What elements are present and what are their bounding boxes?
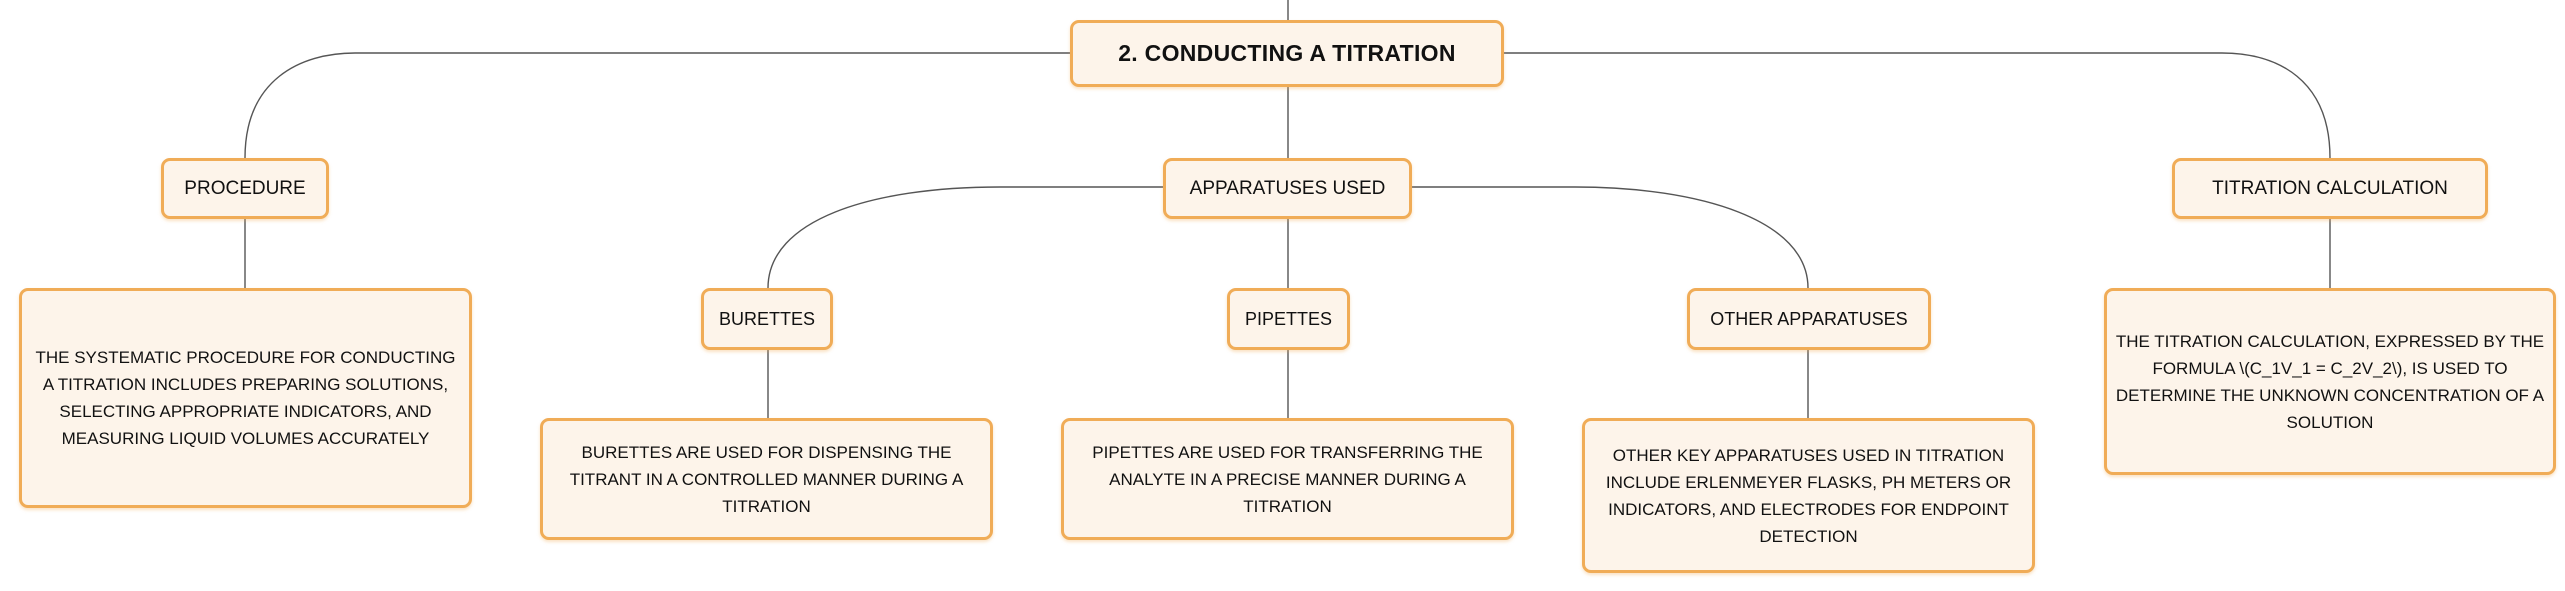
calculation-description: THE TITRATION CALCULATION, EXPRESSED BY … bbox=[2115, 331, 2545, 432]
connector-root-procedure bbox=[244, 52, 1070, 159]
burettes-description-node[interactable]: BURETTES ARE USED FOR DISPENSING THE TIT… bbox=[540, 418, 993, 540]
calculation-description-node[interactable]: THE TITRATION CALCULATION, EXPRESSED BY … bbox=[2104, 288, 2556, 475]
connector-root-calculation bbox=[1504, 52, 2331, 159]
burettes-node[interactable]: BURETTES bbox=[701, 288, 833, 350]
pipettes-description-node[interactable]: PIPETTES ARE USED FOR TRANSFERRING THE A… bbox=[1061, 418, 1514, 540]
root-node[interactable]: 2. CONDUCTING A TITRATION bbox=[1070, 20, 1504, 87]
other-apparatuses-description: OTHER KEY APPARATUSES USED IN TITRATION … bbox=[1605, 445, 2012, 546]
root-label: 2. CONDUCTING A TITRATION bbox=[1118, 40, 1456, 66]
other-apparatuses-description-node[interactable]: OTHER KEY APPARATUSES USED IN TITRATION … bbox=[1582, 418, 2035, 573]
calculation-node[interactable]: TITRATION CALCULATION bbox=[2172, 158, 2488, 219]
procedure-description: THE SYSTEMATIC PROCEDURE FOR CONDUCTING … bbox=[35, 348, 456, 448]
connector-apparatuses-other bbox=[1412, 186, 1809, 289]
calculation-label: TITRATION CALCULATION bbox=[2212, 177, 2448, 199]
burettes-description: BURETTES ARE USED FOR DISPENSING THE TIT… bbox=[569, 442, 964, 516]
procedure-label: PROCEDURE bbox=[184, 177, 306, 199]
pipettes-node[interactable]: PIPETTES bbox=[1227, 288, 1350, 350]
procedure-description-node[interactable]: THE SYSTEMATIC PROCEDURE FOR CONDUCTING … bbox=[19, 288, 472, 508]
procedure-node[interactable]: PROCEDURE bbox=[161, 158, 329, 219]
burettes-label: BURETTES bbox=[718, 308, 815, 329]
apparatuses-node[interactable]: APPARATUSES USED bbox=[1163, 158, 1412, 219]
connector-apparatuses-burettes bbox=[767, 186, 1163, 289]
pipettes-label: PIPETTES bbox=[1244, 308, 1333, 329]
other-apparatuses-label: OTHER APPARATUSES bbox=[1710, 308, 1908, 329]
other-apparatuses-node[interactable]: OTHER APPARATUSES bbox=[1687, 288, 1931, 350]
pipettes-description: PIPETTES ARE USED FOR TRANSFERRING THE A… bbox=[1092, 442, 1483, 516]
apparatuses-label: APPARATUSES USED bbox=[1189, 177, 1386, 199]
